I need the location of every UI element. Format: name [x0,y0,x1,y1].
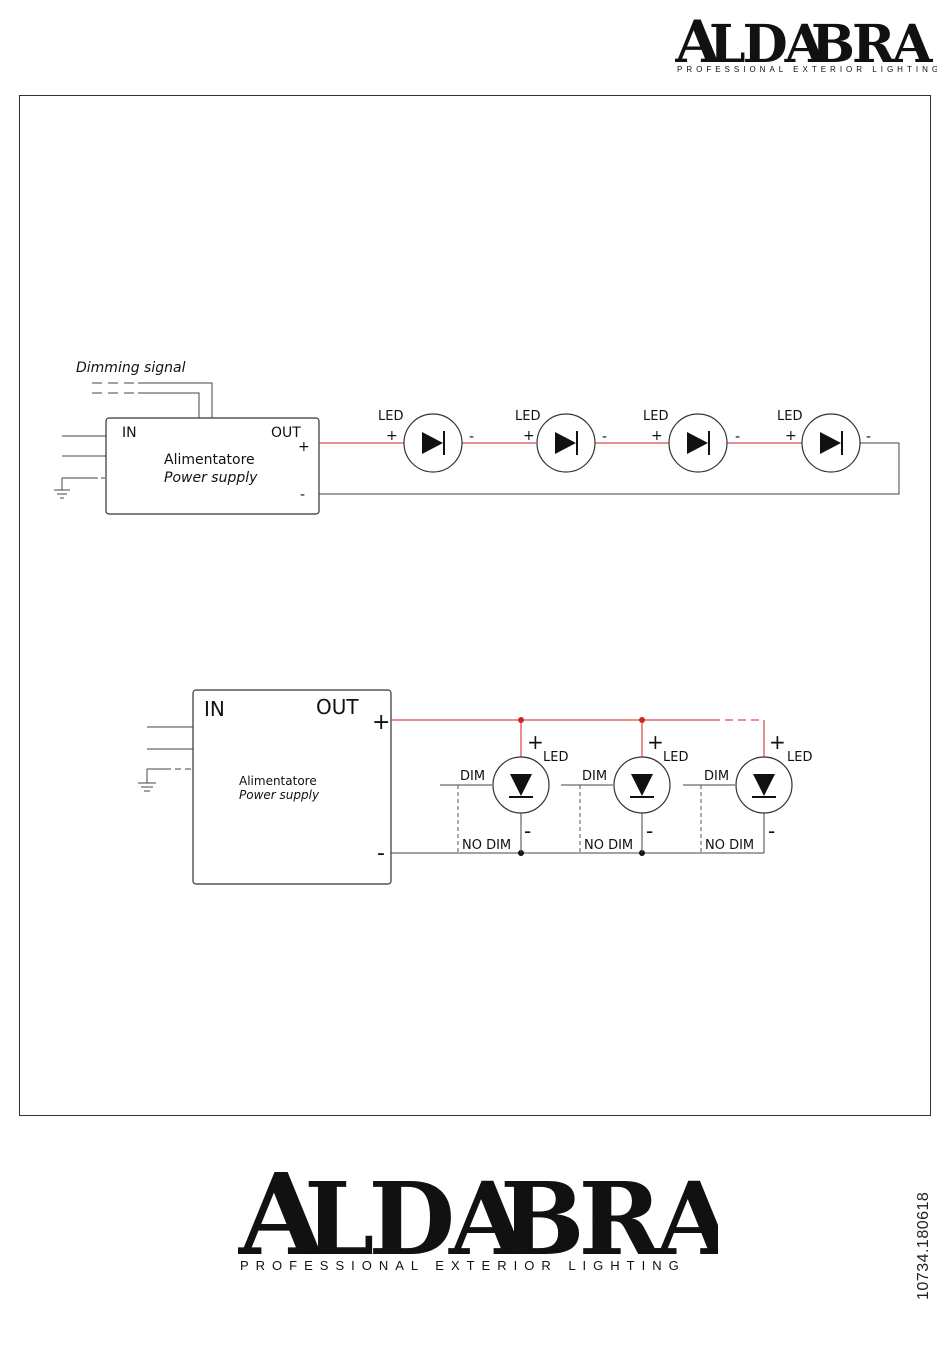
dim-label: DIM [582,769,607,784]
out-label: OUT [316,695,359,719]
led-minus: - [602,429,607,445]
led-minus: - [866,429,871,445]
out-minus-label: - [300,487,305,503]
in-label: IN [122,425,137,441]
led-2: LED + - [515,409,607,472]
psu-name-it: Alimentatore [164,452,255,468]
led-dim-2: + LED - DIM NO DIM [582,730,688,853]
out-plus-label: + [372,710,390,735]
led-minus: - [524,819,531,843]
led-1: LED + - [378,409,474,472]
led-plus: + [527,730,544,754]
led-label: LED [378,409,403,424]
led-plus: + [523,428,535,444]
led-label: LED [777,409,802,424]
led-4: LED + - [777,409,871,472]
led-plus: + [785,428,797,444]
dim-label: DIM [460,769,485,784]
led-plus: + [769,730,786,754]
diagram-series: Dimming signal IN OUT + - Alimentatore P… [54,360,899,514]
led-minus: - [646,819,653,843]
ground-icon [138,783,156,791]
led-label: LED [787,750,812,765]
ground-icon [54,490,70,498]
dimming-signal-label: Dimming signal [76,360,186,376]
led-plus: + [647,730,664,754]
aldabra-logo-bottom: A LDA BRA PROFESSIONAL EXTERIOR LIGHTING [238,1160,718,1275]
led-plus: + [651,428,663,444]
out-minus-label: - [377,841,385,866]
led-minus: - [735,429,740,445]
dim-label: DIM [704,769,729,784]
led-label: LED [543,750,568,765]
psu-name-en: Power supply [164,470,258,486]
psu-name-it: Alimentatore [239,774,317,788]
no-dim-label: NO DIM [462,838,511,853]
no-dim-label: NO DIM [584,838,633,853]
led-plus: + [386,428,398,444]
led-minus: - [469,429,474,445]
out-plus-label: + [298,439,310,455]
led-minus: - [768,819,775,843]
logo-tagline: PROFESSIONAL EXTERIOR LIGHTING [240,1258,686,1273]
no-dim-label: NO DIM [705,838,754,853]
diagram-parallel: IN OUT + - Alimentatore Power supply + [138,690,812,884]
led-label: LED [663,750,688,765]
document-code: 10734.180618 [915,1140,935,1300]
in-label: IN [204,697,225,721]
led-label: LED [643,409,668,424]
led-dim-3: + LED - DIM NO DIM [704,730,812,853]
led-3: LED + - [643,409,740,472]
led-dim-1: + LED - DIM NO DIM [460,730,568,853]
out-label: OUT [271,425,301,441]
led-label: LED [515,409,540,424]
psu-name-en: Power supply [239,788,320,802]
